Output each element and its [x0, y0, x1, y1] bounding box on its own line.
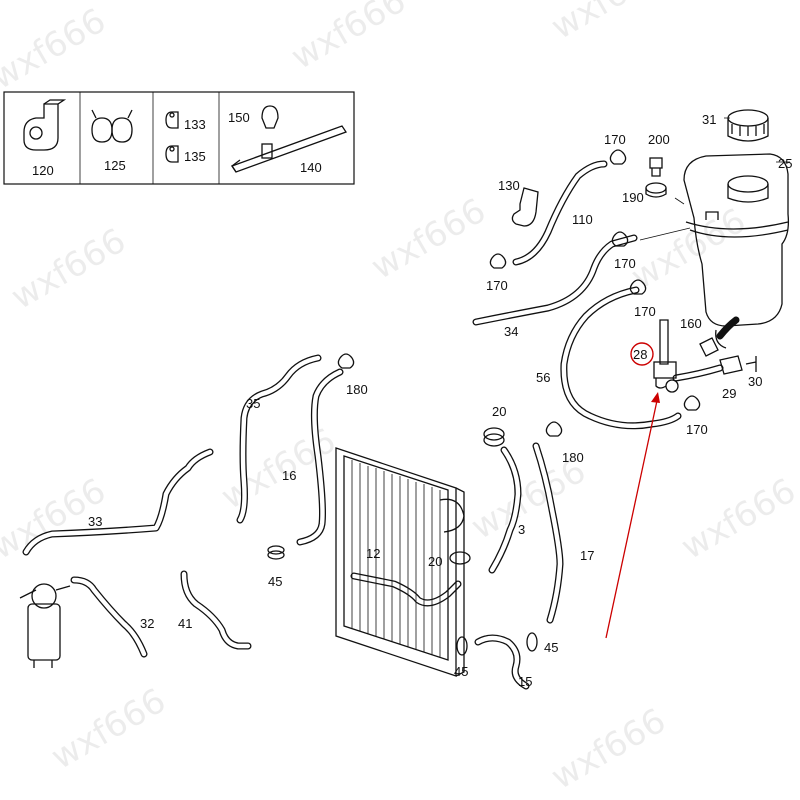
bleed-screw	[645, 157, 667, 198]
hose-15	[474, 634, 530, 690]
legend-label-140: 140	[300, 160, 322, 175]
hose-16	[296, 368, 344, 546]
hose-29	[672, 355, 757, 382]
clamp-45-left	[267, 545, 285, 560]
hose-56	[560, 286, 682, 430]
legend-label-135: 135	[184, 149, 206, 164]
label-41: 41	[178, 616, 192, 631]
clamp-20-upper	[483, 427, 505, 447]
watermark: wxf666	[5, 221, 133, 318]
label-45: 45	[268, 574, 282, 589]
label-12: 12	[366, 546, 380, 561]
label-45: 45	[454, 664, 468, 679]
label-3: 3	[518, 522, 525, 537]
label-34: 34	[504, 324, 518, 339]
label-15: 15	[518, 674, 532, 689]
watermark: wxf666	[545, 701, 673, 798]
watermark: wxf666	[545, 0, 673, 48]
clamp-180-upper	[337, 353, 355, 369]
expansion-tank	[683, 153, 790, 349]
label-31: 31	[702, 112, 716, 127]
hose-12	[350, 572, 462, 607]
label-180: 180	[562, 450, 584, 465]
strap-clip-icon	[261, 105, 279, 129]
legend-label-133: 133	[184, 117, 206, 132]
water-pump	[19, 583, 71, 668]
highlight-28	[605, 342, 660, 639]
label-28: 28	[633, 347, 647, 362]
legend-label-125: 125	[104, 158, 126, 173]
label-33: 33	[88, 514, 102, 529]
label-180: 180	[346, 382, 368, 397]
cable-tie-icon	[231, 125, 347, 173]
clamp-170-a	[609, 149, 627, 165]
watermark: wxf666	[675, 471, 800, 568]
hose-33	[22, 448, 214, 556]
part-labels: 31 25 170 200 130 190 110 170 170 170 34…	[88, 112, 792, 689]
label-17: 17	[580, 548, 594, 563]
radiator	[335, 447, 465, 677]
label-170: 170	[604, 132, 626, 147]
hose-17	[532, 442, 564, 624]
label-32: 32	[140, 616, 154, 631]
hose-35	[236, 354, 322, 524]
watermark: wxf666	[0, 1, 113, 98]
legend-label-150: 150	[228, 110, 250, 125]
clamp-180-lower	[545, 421, 563, 437]
watermark: wxf666	[465, 451, 593, 548]
hose-41	[180, 570, 252, 650]
leader-lines	[639, 117, 790, 241]
legend-box: 120 125 133 135 150 140	[3, 91, 355, 185]
label-170: 170	[686, 422, 708, 437]
watermark: wxf666	[365, 191, 493, 288]
label-170: 170	[614, 256, 636, 271]
hose-3	[488, 446, 522, 574]
label-20: 20	[428, 554, 442, 569]
label-170: 170	[634, 304, 656, 319]
clamp-170-c	[489, 253, 507, 269]
clamp-45-right	[526, 632, 538, 652]
label-110: 110	[572, 212, 593, 227]
clamp-20-lower	[449, 551, 471, 565]
label-29: 29	[722, 386, 736, 401]
hose-110	[512, 160, 608, 266]
bracket-130	[511, 187, 539, 227]
hose-32	[70, 576, 148, 658]
highlight-arrow	[605, 395, 659, 639]
label-30: 30	[748, 374, 762, 389]
clamp-170-e	[683, 395, 701, 411]
double-clip-icon	[91, 109, 133, 143]
label-25: 25	[778, 156, 792, 171]
label-160: 160	[680, 316, 702, 331]
arrow-head-icon	[651, 392, 660, 403]
watermark: wxf666	[285, 0, 413, 78]
label-56: 56	[536, 370, 550, 385]
clamp-170-d	[629, 279, 647, 295]
clip-icon	[165, 145, 179, 163]
hose-160	[699, 316, 740, 357]
legend-label-120: 120	[32, 163, 54, 178]
sensor-28	[653, 319, 679, 393]
label-200: 200	[648, 132, 670, 147]
label-20: 20	[492, 404, 506, 419]
label-170: 170	[486, 278, 508, 293]
highlight-circle	[630, 342, 654, 366]
label-130: 130	[498, 178, 520, 193]
watermark: wxf666	[45, 681, 173, 778]
clamp-45-mid	[456, 636, 468, 656]
hose-34	[472, 234, 638, 326]
hose-clip-icon	[23, 99, 67, 151]
tank-cap	[727, 109, 769, 142]
clip-icon	[165, 111, 179, 129]
clamp-170-b	[611, 231, 629, 247]
label-16: 16	[282, 468, 296, 483]
label-35: 35	[246, 396, 260, 411]
label-190: 190	[622, 190, 644, 205]
label-45: 45	[544, 640, 558, 655]
